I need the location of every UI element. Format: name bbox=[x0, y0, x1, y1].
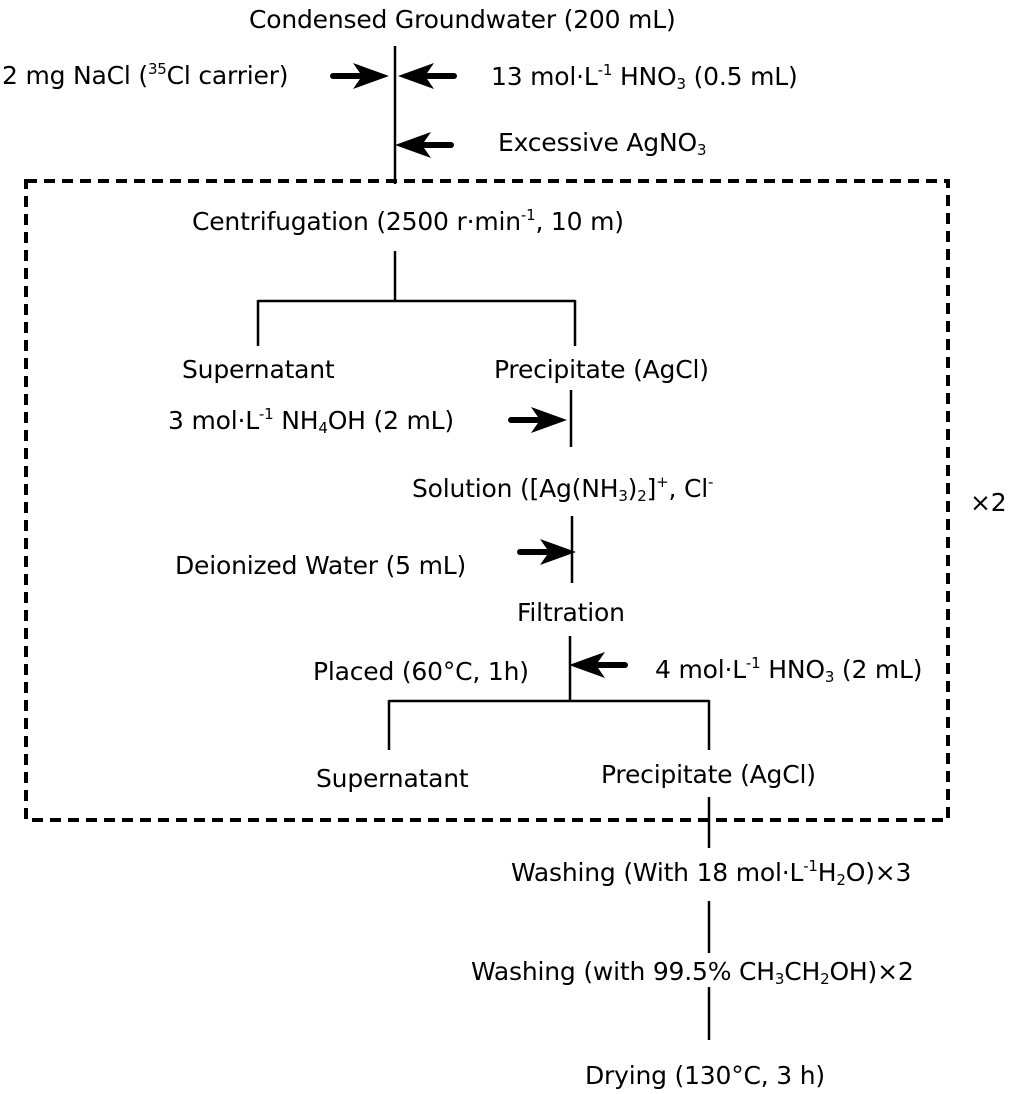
supernatant-label-2: Supernatant bbox=[316, 764, 469, 793]
nacl-carrier-label: 2 mg NaCl (35Cl carrier) bbox=[2, 60, 289, 90]
nacl-arrow bbox=[333, 63, 389, 89]
drying-label: Drying (130°C, 3 h) bbox=[585, 1061, 825, 1090]
filtration-label: Filtration bbox=[517, 598, 625, 627]
groundwater-label: Condensed Groundwater (200 mL) bbox=[249, 5, 676, 34]
nh4oh-label: 3 mol·L-1 NH4OH (2 mL) bbox=[168, 405, 454, 437]
supernatant-label-1: Supernatant bbox=[182, 355, 335, 384]
agno3-arrow bbox=[395, 132, 451, 158]
hno3-label: 13 mol·L-1 HNO3 (0.5 mL) bbox=[491, 61, 798, 93]
washing-water-label: Washing (With 18 mol·L-1H2O)×3 bbox=[511, 857, 912, 889]
repeat-count-label: ×2 bbox=[970, 488, 1007, 517]
precipitate-label-2: Precipitate (AgCl) bbox=[601, 760, 816, 789]
hno3-2-label: 4 mol·L-1 HNO3 (2 mL) bbox=[655, 654, 923, 686]
solution-label: Solution ([Ag(NH3)2]+, Cl- bbox=[412, 473, 714, 505]
placed-label: Placed (60°C, 1h) bbox=[313, 657, 529, 686]
washing-ethanol-label: Washing (with 99.5% CH3CH2OH)×2 bbox=[471, 957, 914, 988]
deionized-arrow bbox=[520, 539, 576, 565]
nh4oh-arrow bbox=[511, 407, 567, 433]
agno3-label: Excessive AgNO3 bbox=[498, 128, 707, 159]
centrifugation-label: Centrifugation (2500 r·min-1, 10 m) bbox=[192, 206, 624, 236]
hno3-2-arrow bbox=[569, 652, 625, 678]
deionized-water-label: Deionized Water (5 mL) bbox=[175, 551, 467, 580]
hno3-arrow bbox=[398, 63, 454, 89]
precipitate-label-1: Precipitate (AgCl) bbox=[494, 355, 709, 384]
repeat-loop-box bbox=[24, 179, 950, 822]
